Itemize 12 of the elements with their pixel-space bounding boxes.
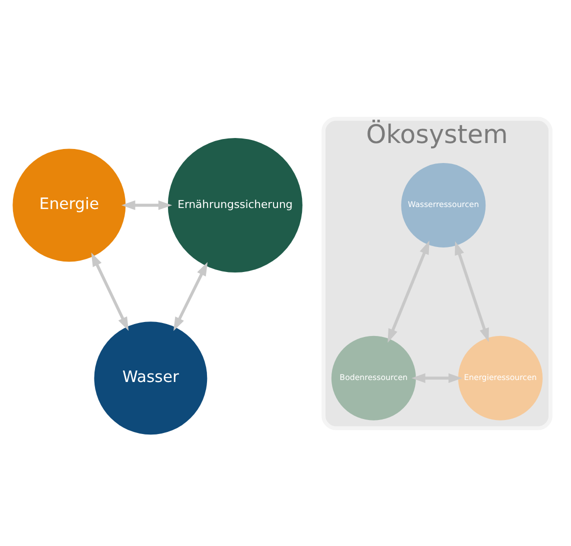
arrow (91, 252, 129, 330)
arrow (412, 372, 462, 382)
node-circle: Energieressourcen (458, 335, 543, 420)
arrow (173, 262, 208, 331)
arrow (454, 240, 489, 342)
node-circle: Ernährungssicherung (168, 137, 302, 272)
arrow (388, 240, 430, 342)
arrow (121, 200, 172, 210)
node-circle: Wasser (94, 321, 208, 434)
node-circle: Wasserressourcen (401, 162, 486, 247)
node-circle: Bodenressourcen (331, 335, 416, 420)
node-circle: Energie (12, 148, 126, 262)
